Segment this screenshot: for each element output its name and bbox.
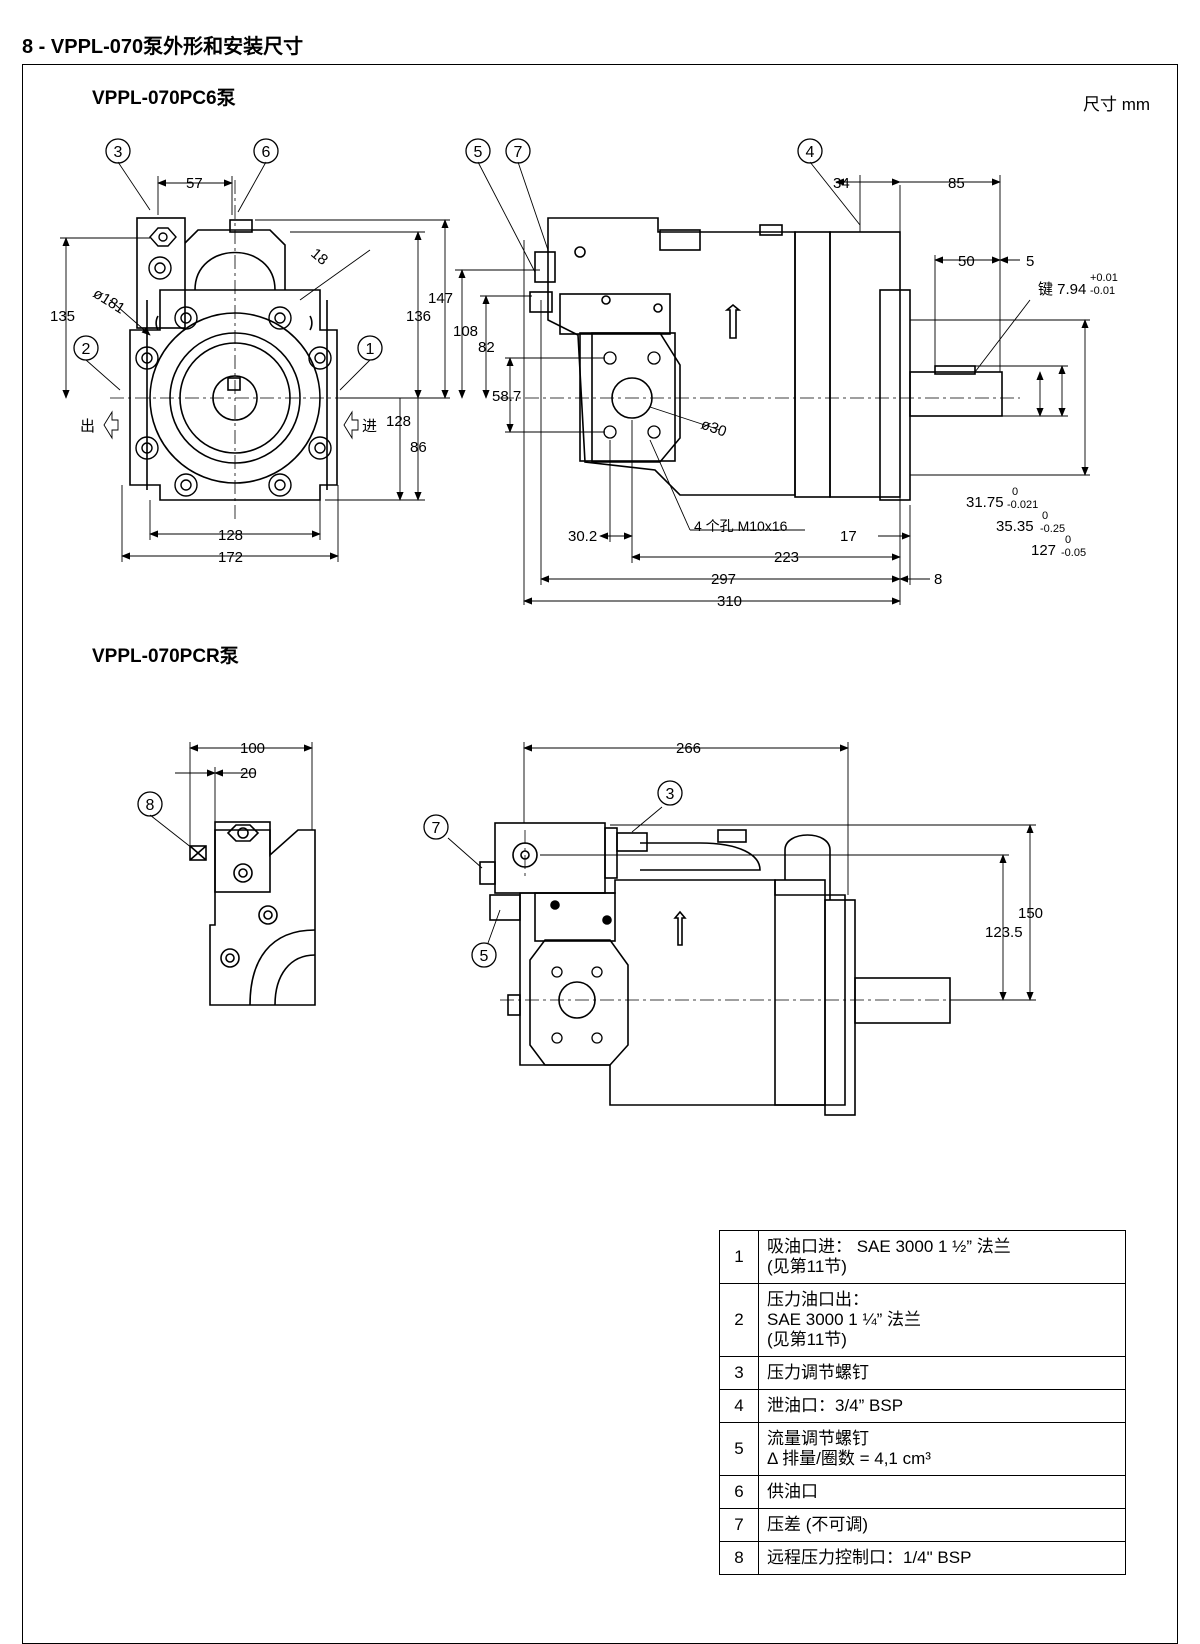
pc6-front-view bbox=[60, 161, 450, 562]
svg-text:0: 0 bbox=[1065, 534, 1071, 546]
dim-127: 127 bbox=[1031, 542, 1056, 559]
callout-7-pcr-side bbox=[423, 814, 449, 840]
callout-5-pcr-side bbox=[471, 942, 497, 968]
outlet-label: 出 bbox=[80, 418, 95, 435]
unit-label: 尺寸 mm bbox=[1083, 95, 1151, 114]
dim-297: 297 bbox=[711, 571, 736, 588]
callout-3-pc6-front bbox=[105, 138, 131, 164]
legend-row: 6 供油口 bbox=[719, 1475, 1126, 1509]
dim-108: 108 bbox=[453, 323, 478, 340]
dim-82: 82 bbox=[478, 339, 495, 356]
callout-1-pc6-front bbox=[357, 335, 383, 361]
svg-text:3: 3 bbox=[114, 144, 123, 161]
callout-7-pc6-side bbox=[505, 138, 531, 164]
callout-6-pc6-front bbox=[253, 138, 279, 164]
callout-5-pc6-side bbox=[465, 138, 491, 164]
callout-4-pc6-side bbox=[797, 138, 823, 164]
dim-100: 100 bbox=[240, 740, 265, 757]
dim-31-75: 31.75 bbox=[966, 494, 1004, 511]
legend-row: 8 远程压力控制口：1/4" BSP bbox=[719, 1541, 1126, 1575]
pc6-side-view bbox=[455, 161, 1090, 605]
inlet-label: 进 bbox=[362, 418, 377, 435]
svg-text:-0.01: -0.01 bbox=[1090, 285, 1115, 297]
dim-35-35: 35.35 bbox=[996, 518, 1034, 535]
callout-8-pcr-front bbox=[137, 791, 163, 817]
section-title: 8 - VPPL-070泵外形和安装尺寸 bbox=[22, 36, 304, 58]
dim-18: 18 bbox=[307, 245, 331, 269]
svg-text:1: 1 bbox=[366, 341, 375, 358]
dim-30-dia: ø30 bbox=[699, 416, 729, 441]
dim-58-7: 58.7 bbox=[492, 388, 521, 405]
callout-2-pc6-front bbox=[73, 335, 99, 361]
legend-row: 7 压差 (不可调) bbox=[719, 1508, 1126, 1542]
svg-text:5: 5 bbox=[480, 948, 489, 965]
dim-57: 57 bbox=[186, 175, 203, 192]
dim-123-5: 123.5 bbox=[985, 924, 1023, 941]
svg-text:0: 0 bbox=[1012, 486, 1018, 498]
pc6-view-title: VPPL-070PC6泵 bbox=[92, 88, 236, 109]
svg-text:-0.05: -0.05 bbox=[1061, 547, 1086, 559]
pcr-front-view bbox=[149, 742, 316, 1006]
legend-row: 4 泄油口：3/4” BSP bbox=[719, 1389, 1126, 1423]
svg-text:4: 4 bbox=[806, 144, 815, 161]
svg-text:7: 7 bbox=[514, 144, 523, 161]
dim-147: 147 bbox=[428, 290, 453, 307]
svg-text:6: 6 bbox=[262, 144, 271, 161]
dim-223: 223 bbox=[774, 549, 799, 566]
dim-17: 17 bbox=[840, 528, 857, 545]
key-size: 键 7.94 bbox=[1038, 281, 1086, 298]
dim-266: 266 bbox=[676, 740, 701, 757]
dim-5: 5 bbox=[1026, 253, 1034, 270]
dim-30-2: 30.2 bbox=[568, 528, 597, 545]
pcr-view-title: VPPL-070PCR泵 bbox=[92, 646, 239, 667]
dim-85: 85 bbox=[948, 175, 965, 192]
svg-text:0: 0 bbox=[1042, 510, 1048, 522]
svg-text:-0.25: -0.25 bbox=[1040, 523, 1065, 535]
dim-8: 8 bbox=[934, 571, 942, 588]
legend-table: 1 吸油口进： SAE 3000 1 ½” 法兰(见第11节) 2 压力油口出：… bbox=[719, 1230, 1126, 1575]
svg-text:5: 5 bbox=[474, 144, 483, 161]
dim-172: 172 bbox=[218, 549, 243, 566]
dim-20: 20 bbox=[240, 765, 257, 782]
dim-50: 50 bbox=[958, 253, 975, 270]
svg-text:-0.021: -0.021 bbox=[1007, 499, 1038, 511]
dim-128-horizontal: 128 bbox=[218, 527, 243, 544]
callout-3-pcr-side bbox=[657, 780, 683, 806]
dim-136: 136 bbox=[406, 308, 431, 325]
dim-181: ø181 bbox=[90, 285, 128, 318]
svg-text:7: 7 bbox=[432, 820, 441, 837]
dim-150: 150 bbox=[1018, 905, 1043, 922]
holes-label: 4 个孔 M10x16 bbox=[694, 518, 788, 534]
dim-310: 310 bbox=[717, 593, 742, 610]
svg-text:2: 2 bbox=[82, 341, 91, 358]
legend-row: 1 吸油口进： SAE 3000 1 ½” 法兰(见第11节) bbox=[719, 1230, 1126, 1284]
legend-row: 3 压力调节螺钉 bbox=[719, 1356, 1126, 1390]
svg-text:3: 3 bbox=[666, 786, 675, 803]
dim-86: 86 bbox=[410, 439, 427, 456]
svg-text:8: 8 bbox=[146, 797, 155, 814]
dim-135: 135 bbox=[50, 308, 75, 325]
svg-text:+0.01: +0.01 bbox=[1090, 272, 1118, 284]
dim-128-vertical: 128 bbox=[386, 413, 411, 430]
legend-row: 2 压力油口出：SAE 3000 1 ¼” 法兰(见第11节) bbox=[719, 1283, 1126, 1357]
dim-34: 34 bbox=[833, 175, 850, 192]
pcr-side-view bbox=[447, 742, 1036, 1116]
